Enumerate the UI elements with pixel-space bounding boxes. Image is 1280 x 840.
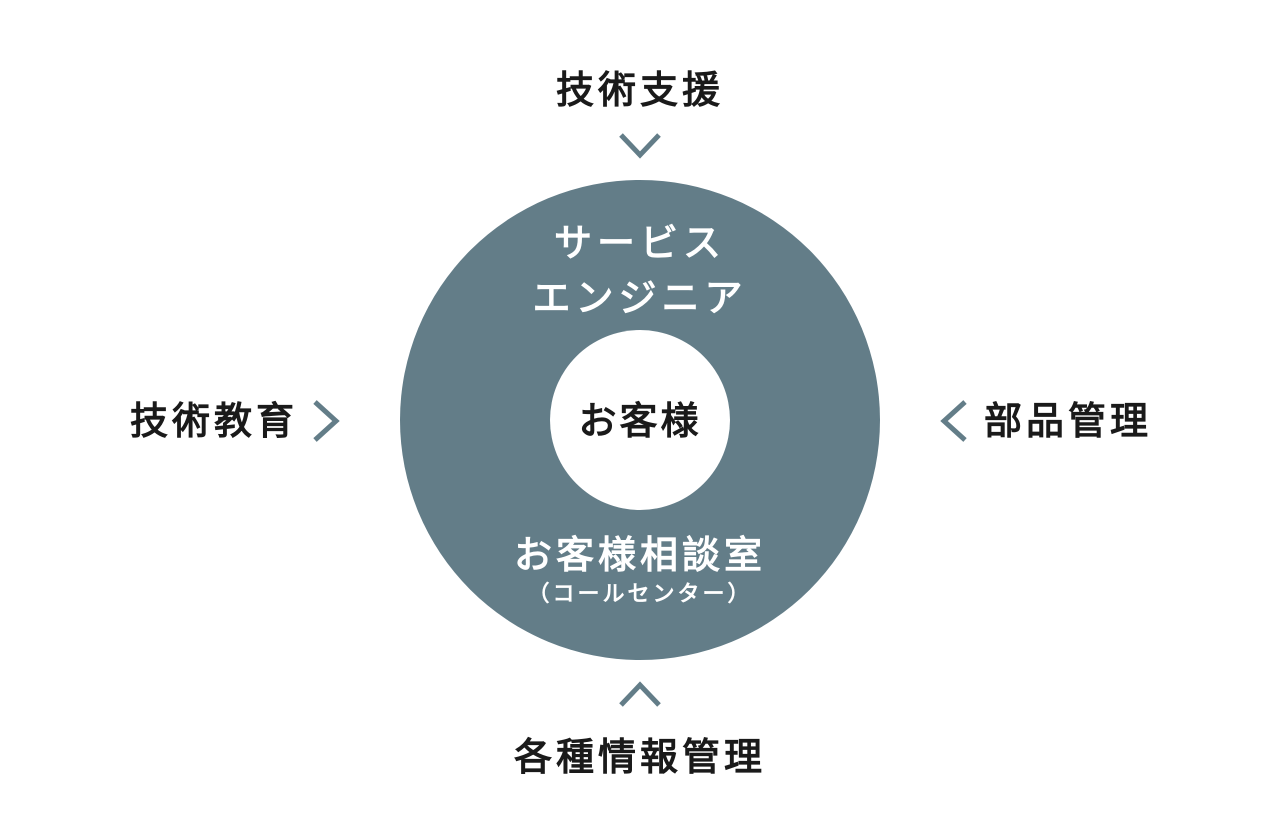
chevron-up-icon [619, 681, 661, 707]
ring-label-consultation-line-1: お客様相談室 [513, 533, 766, 577]
ring-label-service-line-1: サービス [553, 221, 726, 265]
label-technical-education: 技術教育 [129, 399, 298, 443]
chevron-left-icon [940, 400, 967, 442]
chevron-down-icon [619, 133, 661, 159]
label-information-management: 各種情報管理 [513, 735, 766, 779]
label-parts-management: 部品管理 [984, 399, 1153, 443]
ring-label-consultation-line-2: （コールセンター） [527, 582, 753, 607]
inner-circle-customer [550, 330, 730, 510]
ring-label-service-line-2: エンジニア [532, 276, 748, 320]
core-label-customer: お客様 [578, 399, 702, 443]
label-technical-support: 技術支援 [555, 68, 724, 112]
chevron-right-icon [313, 400, 340, 442]
